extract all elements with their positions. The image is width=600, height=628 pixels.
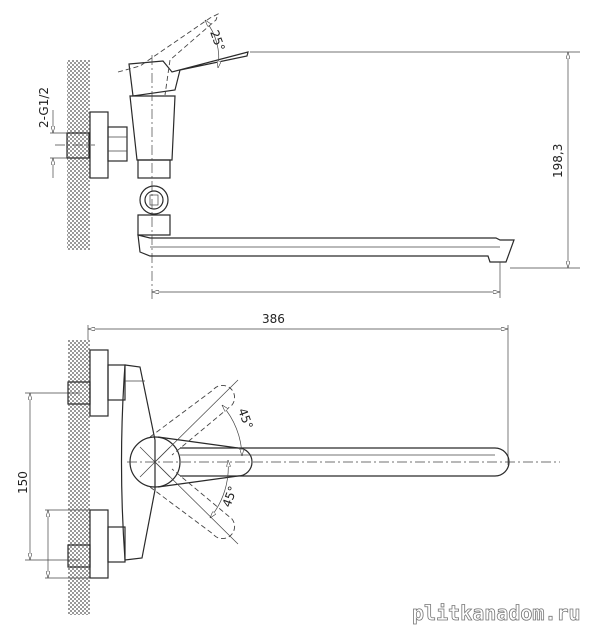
height-label: 198,3: [551, 144, 565, 178]
wall-hatch: [67, 60, 90, 250]
lever-angle-label: 25°: [207, 28, 227, 53]
nut: [107, 126, 128, 162]
side-view: 25° 198,3 2-G1/2: [37, 13, 580, 300]
wall-hatch-top: [68, 340, 90, 615]
length-label: 386: [262, 312, 285, 326]
angle-lower-label: 45°: [220, 484, 240, 509]
mount-plate: [120, 364, 156, 561]
angle-upper-label: 45°: [235, 406, 255, 431]
faucet-body: [129, 95, 176, 161]
watermark: plitkanadom.ru: [412, 601, 581, 625]
centers-label: 150: [16, 471, 30, 494]
spout: [137, 234, 515, 263]
handle: [128, 51, 249, 97]
inlet-pipe: [66, 132, 90, 159]
thread-label: 2-G1/2: [37, 87, 51, 128]
top-view: 386 45° 45° 150: [16, 312, 560, 615]
diverter-knob: [139, 185, 169, 215]
